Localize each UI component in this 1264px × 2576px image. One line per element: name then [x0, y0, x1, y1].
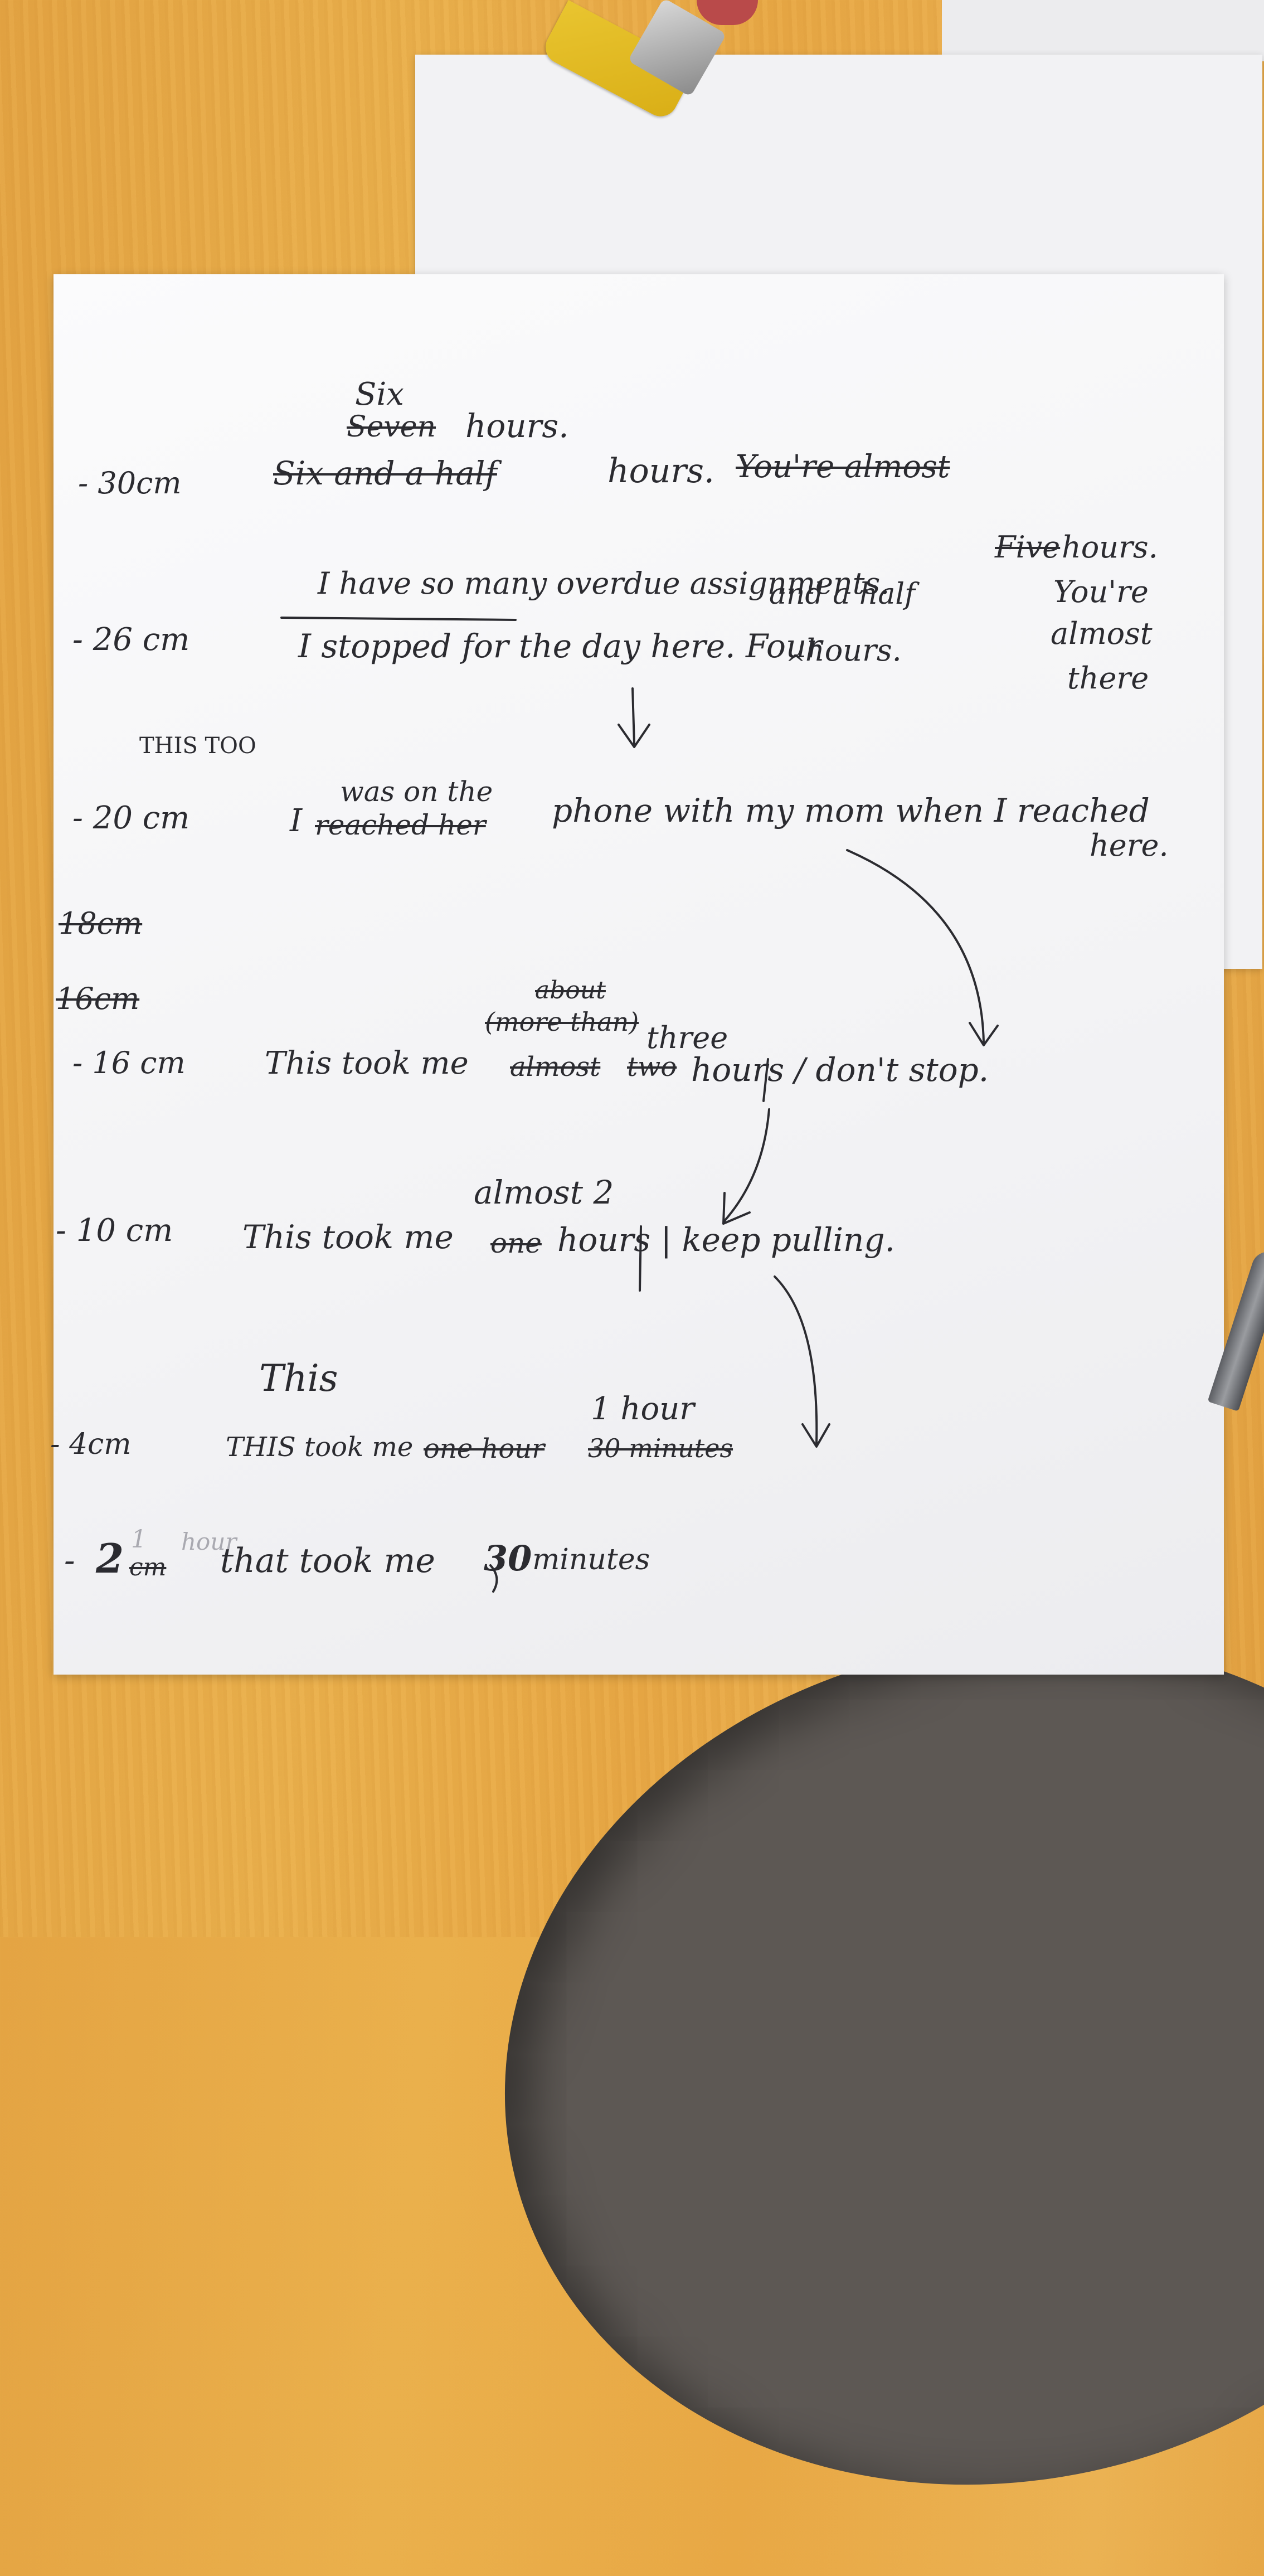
struck-almost: almost [510, 1051, 601, 1083]
struck-five: Five [995, 530, 1061, 565]
phone-with-my-mom: phone with my mom when I reached [552, 792, 1150, 829]
mark-4cm: - 4cm [50, 1428, 132, 1461]
mark-30cm: - 30cm [78, 465, 182, 501]
mark-2-dash: - [64, 1541, 75, 1579]
faint-1: 1 [131, 1525, 147, 1554]
here: here. [1090, 828, 1169, 863]
insert-six: Six [355, 376, 404, 413]
this-too: THIS TOO [139, 733, 256, 759]
hours-30: hours. [607, 452, 714, 491]
struck-about: about [535, 976, 606, 1005]
minutes: minutes [532, 1543, 650, 1576]
side-almost: almost [1051, 616, 1153, 651]
struck-youre-almost: You're almost [736, 449, 950, 485]
side-there: there [1067, 661, 1149, 696]
insert-almost-2: almost 2 [474, 1173, 614, 1211]
faint-hour: hour [181, 1528, 237, 1555]
keep-pulling: hours | keep pulling. [557, 1221, 895, 1259]
struck-30-minutes: 30 minutes [588, 1433, 733, 1463]
mark-2: 2 [96, 1535, 124, 1582]
struck-one-hour: one hour [424, 1433, 545, 1464]
overdue-assignments: I have so many overdue assignments. [318, 566, 890, 601]
number-30: 30 [484, 1538, 532, 1579]
struck-one: one [490, 1227, 542, 1259]
caret: ^ [786, 650, 806, 677]
struck-six-and-a-half: Six and a half [273, 454, 497, 492]
struck-two: two [627, 1051, 677, 1083]
divider-10 [639, 1225, 642, 1292]
struck-more-than: (more than) [485, 1007, 639, 1037]
stopped-for-the-day: I stopped for the day here. Four [298, 627, 823, 665]
top-hours: hours. [465, 407, 569, 445]
insert-three: three [646, 1020, 728, 1055]
five-hours: hours. [1062, 530, 1158, 565]
arrow-to-16 [846, 849, 999, 1046]
handwritten-note-sheet [54, 274, 1224, 1675]
struck-reached-her: reached her [315, 809, 486, 841]
mark-26cm: - 26 cm [72, 622, 190, 658]
this-took-me-4: THIS took me [226, 1432, 414, 1463]
insert-was-on-the: was on the [340, 775, 493, 808]
mark-20cm: - 20 cm [72, 800, 190, 836]
number-hook [489, 1564, 498, 1593]
far-paper-sheet [942, 0, 1264, 61]
insert-and-a-half: and a half [769, 578, 916, 611]
insert-1-hour: 1 hour [591, 1391, 695, 1427]
struck-18cm: 18cm [59, 906, 143, 941]
underline-rule [280, 617, 517, 621]
dont-stop: hours / don't stop. [691, 1051, 989, 1089]
arrow-to-4 [774, 1275, 830, 1448]
struck-seven: Seven [347, 410, 436, 444]
four-hours: hours. [805, 633, 902, 668]
this-took-me-16: This took me [265, 1045, 469, 1081]
pen-strokes [280, 617, 999, 1593]
insert-this: This [259, 1357, 338, 1400]
struck-16cm-margin: 16cm [56, 981, 140, 1016]
line-20-i: I [290, 803, 303, 839]
mark-16cm: - 16 cm [72, 1045, 186, 1080]
arrow-to-10 [722, 1108, 770, 1225]
side-youre: You're [1053, 574, 1149, 609]
arrow-down-26 [618, 687, 650, 748]
that-took-me: that took me [220, 1541, 435, 1580]
this-took-me-10: This took me [242, 1218, 454, 1256]
divider-16 [762, 1058, 769, 1102]
struck-cm: cm [129, 1553, 167, 1582]
mark-10cm: - 10 cm [56, 1212, 173, 1249]
